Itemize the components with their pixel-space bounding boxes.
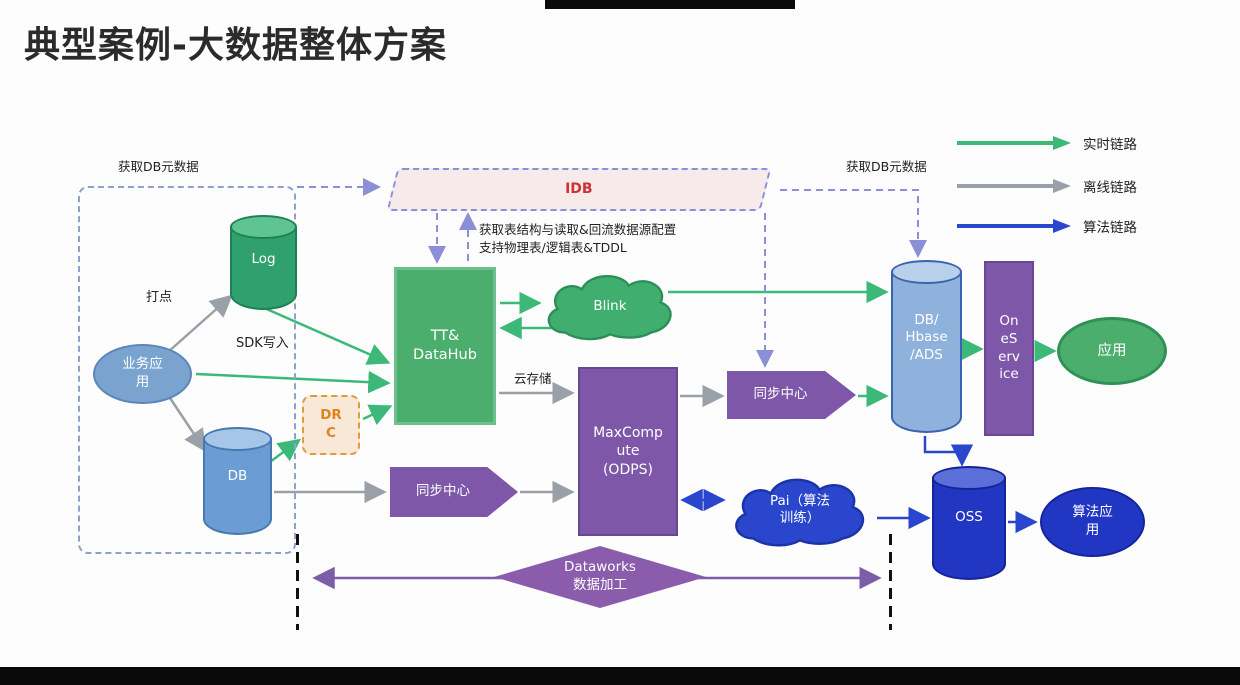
db-hbase-ads-label: DB/ Hbase /ADS	[905, 311, 948, 363]
arrow-idb-to-dbhbase	[780, 189, 927, 258]
db-hbase-cylinder-body	[891, 272, 962, 433]
business-app-label: 业务应 用	[122, 356, 163, 390]
tt-datahub-label: TT& DataHub	[413, 328, 477, 363]
label-idb-note: 获取表结构与读取&回流数据源配置 支持物理表/逻辑表&TDDL	[479, 222, 677, 256]
db-cylinder-body	[203, 439, 272, 535]
legend-label-algorithm: 算法链路	[1083, 220, 1137, 236]
arrow-drc-to-tt	[362, 404, 393, 426]
algorithm-arrow-icon	[957, 219, 1071, 233]
maxcompute-label: MaxComp ute (ODPS)	[593, 425, 663, 478]
page-title: 典型案例-大数据整体方案	[24, 25, 447, 66]
legend-item-offline: 离线链路	[955, 176, 1137, 196]
business-app-node: 业务应 用	[93, 344, 192, 404]
blink-cloud-icon	[547, 274, 672, 341]
sync-center-right-label: 同步中心	[753, 386, 808, 403]
legend-label-realtime: 实时链路	[1083, 137, 1137, 153]
log-cylinder-top	[230, 215, 297, 239]
algo-app-label: 算法应 用	[1072, 504, 1113, 538]
oss-cylinder-body	[932, 478, 1006, 580]
log-node: Log	[230, 215, 297, 310]
legend-label-offline: 离线链路	[1083, 180, 1137, 196]
pai-label: Pai（算法 训练）	[769, 492, 831, 527]
pai-node: Pai（算法 训练）	[722, 466, 878, 562]
realtime-arrow-icon	[957, 136, 1071, 150]
sync-center-left-node: 同步中心	[390, 467, 518, 517]
label-cloud-storage: 云存储	[514, 371, 552, 386]
tt-datahub-node: TT& DataHub	[394, 267, 496, 425]
source-group-box	[78, 186, 296, 554]
db-cylinder-top	[203, 427, 272, 451]
oss-cylinder-top	[932, 466, 1006, 490]
blink-node: Blink	[535, 265, 685, 353]
db-hbase-cylinder-top	[891, 260, 962, 284]
arrow-dbhbase-to-oss	[923, 436, 974, 467]
legend-item-realtime: 实时链路	[955, 133, 1137, 153]
drc-label: DR C	[320, 407, 342, 441]
legend-item-algorithm: 算法链路	[955, 216, 1137, 236]
sync-center-right-node: 同步中心	[727, 371, 856, 419]
db-hbase-ads-node: DB/ Hbase /ADS	[891, 260, 962, 433]
algo-app-node: 算法应 用	[1040, 487, 1145, 557]
pai-cloud-icon	[735, 478, 865, 547]
bottom-black-bar	[0, 667, 1240, 685]
app-label: 应用	[1097, 342, 1127, 359]
oss-node: OSS	[932, 466, 1006, 580]
dataworks-node: Dataworks 数据加工	[494, 546, 706, 608]
db-label: DB	[227, 468, 248, 485]
offline-arrow-icon	[957, 179, 1071, 193]
dashed-boundary-left	[296, 534, 299, 630]
db-node: DB	[203, 427, 272, 535]
dashed-boundary-right	[889, 534, 892, 630]
log-label: Log	[251, 251, 276, 268]
top-black-bar	[545, 0, 795, 9]
idb-label: IDB	[565, 181, 593, 198]
blink-label: Blink	[593, 298, 627, 315]
oneservice-node: On eS erv ice	[984, 261, 1034, 436]
sync-center-left-label: 同步中心	[416, 483, 470, 500]
dataworks-label: Dataworks 数据加工	[564, 559, 636, 593]
idb-node: IDB	[386, 168, 772, 211]
drc-node: DR C	[302, 395, 360, 455]
oneservice-label: On eS erv ice	[998, 313, 1020, 383]
app-node: 应用	[1057, 317, 1167, 385]
label-get-db-meta-left: 获取DB元数据	[118, 159, 199, 174]
maxcompute-node: MaxComp ute (ODPS)	[578, 367, 678, 536]
oss-label: OSS	[955, 509, 983, 526]
label-get-db-meta-right: 获取DB元数据	[846, 159, 927, 174]
label-dot-tracking: 打点	[146, 290, 173, 305]
